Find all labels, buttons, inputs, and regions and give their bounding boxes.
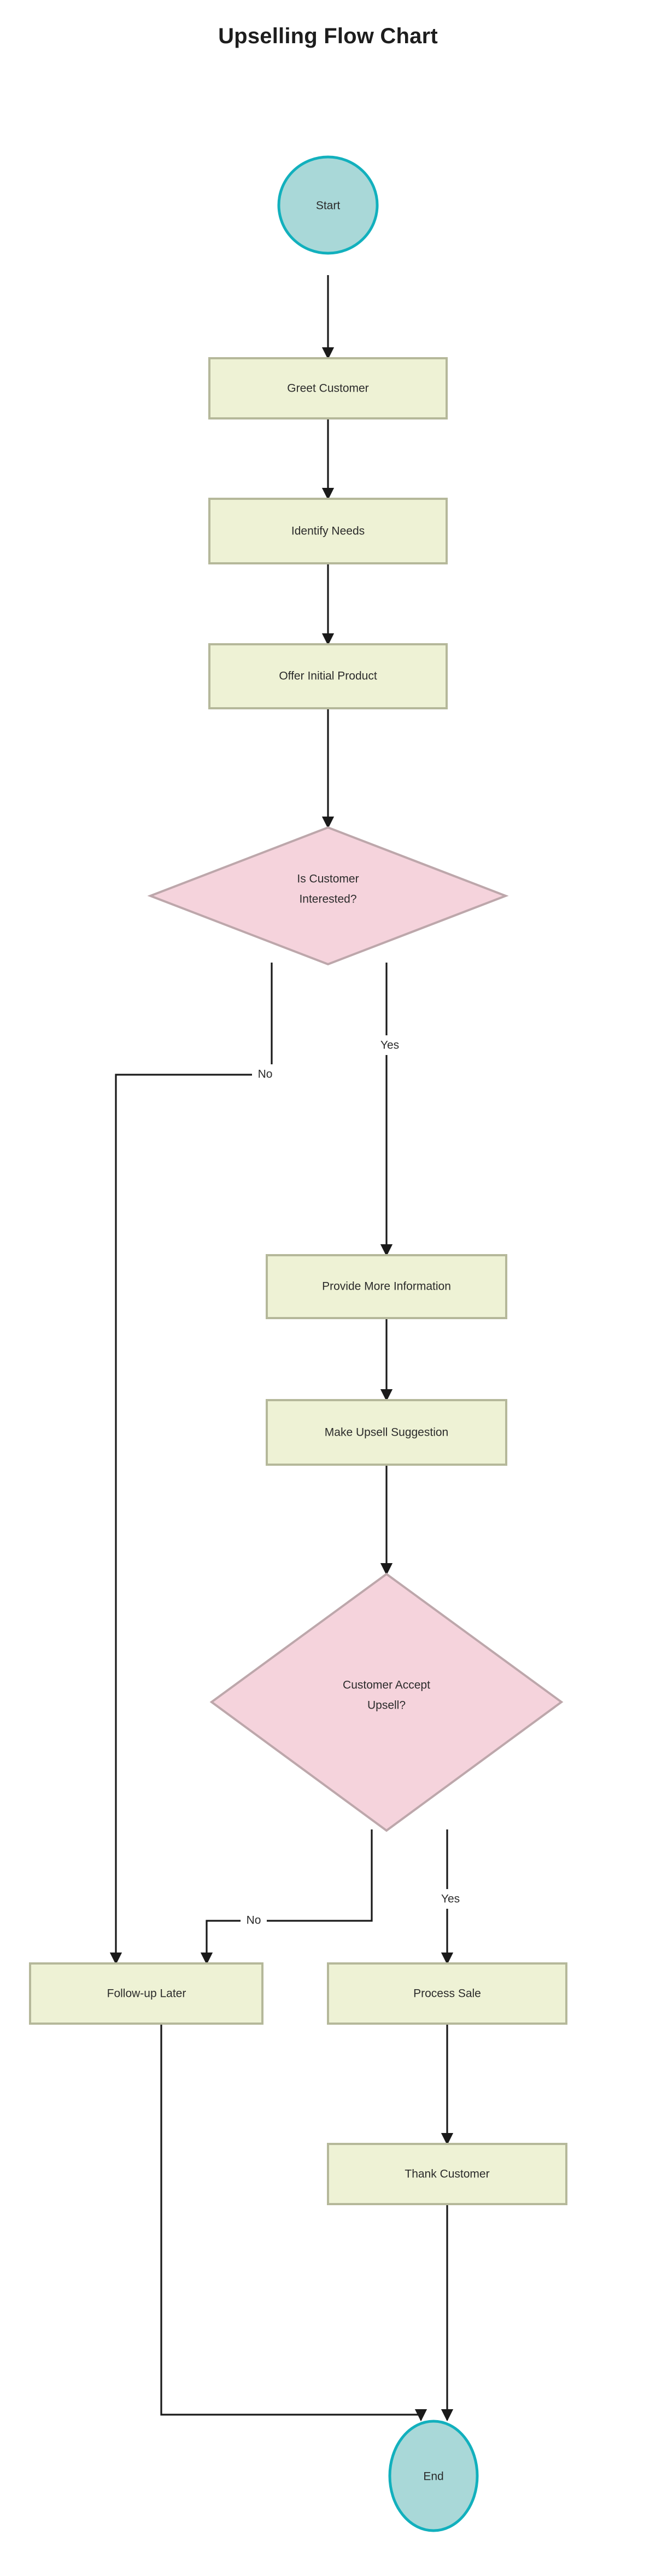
offer-initial-product-shape[interactable] xyxy=(208,643,448,709)
customer-accept-upsell-shape[interactable] xyxy=(209,1572,564,1832)
follow-up-later-shape[interactable] xyxy=(29,1962,263,2025)
node-label-follow-up-later: Follow-up Later xyxy=(107,1988,186,2000)
edge-accept-no xyxy=(200,1829,373,1965)
node-start[interactable]: Start xyxy=(277,155,379,255)
edge-label-accept-yes: Yes xyxy=(441,1893,460,1905)
edge-label-backing-interested-no xyxy=(252,1064,278,1084)
node-label-is-customer-interested-line2: Interested? xyxy=(299,893,356,906)
start-terminator-shape[interactable] xyxy=(277,155,379,255)
node-layer: Start Greet Customer Identify Needs Offe… xyxy=(29,155,567,2532)
edge-label-interested-yes: Yes xyxy=(380,1039,399,1052)
node-label-customer-accept-upsell-line2: Upsell? xyxy=(367,1699,406,1712)
node-label-make-upsell-suggestion: Make Upsell Suggestion xyxy=(325,1426,448,1439)
edge-label-interested-no: No xyxy=(258,1068,273,1081)
node-process-sale[interactable]: Process Sale xyxy=(327,1962,567,2025)
node-label-offer-initial-product: Offer Initial Product xyxy=(279,670,377,683)
end-terminator-shape[interactable] xyxy=(388,2420,479,2532)
node-identify-needs[interactable]: Identify Needs xyxy=(208,498,448,564)
provide-more-information-shape[interactable] xyxy=(266,1254,507,1319)
node-follow-up-later[interactable]: Follow-up Later xyxy=(29,1962,263,2025)
node-label-identify-needs: Identify Needs xyxy=(291,525,365,538)
node-label-end: End xyxy=(423,2470,443,2483)
node-is-customer-interested[interactable]: Is Customer Interested? xyxy=(147,826,509,966)
node-greet-customer[interactable]: Greet Customer xyxy=(208,357,448,419)
edge-followup-end xyxy=(160,2024,427,2422)
node-label-start: Start xyxy=(316,200,341,212)
node-customer-accept-upsell[interactable]: Customer Accept Upsell? xyxy=(209,1572,564,1832)
node-offer-initial-product[interactable]: Offer Initial Product xyxy=(208,643,448,709)
node-label-is-customer-interested-line1: Is Customer xyxy=(297,873,359,885)
is-customer-interested-shape[interactable] xyxy=(147,826,509,966)
greet-customer-shape[interactable] xyxy=(208,357,448,419)
node-make-upsell-suggestion[interactable]: Make Upsell Suggestion xyxy=(266,1399,507,1466)
node-label-greet-customer: Greet Customer xyxy=(287,382,368,395)
make-upsell-suggestion-shape[interactable] xyxy=(266,1399,507,1466)
process-sale-shape[interactable] xyxy=(327,1962,567,2025)
identify-needs-shape[interactable] xyxy=(208,498,448,564)
edge-label-backing-interested-yes xyxy=(375,1035,405,1055)
edge-layer: No Yes No Yes xyxy=(109,275,465,2422)
node-label-customer-accept-upsell-line1: Customer Accept xyxy=(343,1679,430,1692)
node-label-thank-customer: Thank Customer xyxy=(405,2168,489,2181)
edge-label-backing-accept-yes xyxy=(436,1889,465,1909)
node-label-process-sale: Process Sale xyxy=(413,1988,481,2000)
edge-label-backing-accept-no xyxy=(241,1910,267,1930)
thank-customer-shape[interactable] xyxy=(327,2143,567,2205)
page-title: Upselling Flow Chart xyxy=(218,24,438,48)
edge-label-accept-no: No xyxy=(247,1914,261,1927)
node-end[interactable]: End xyxy=(388,2420,479,2532)
node-provide-more-information[interactable]: Provide More Information xyxy=(266,1254,507,1319)
node-thank-customer[interactable]: Thank Customer xyxy=(327,2143,567,2205)
node-label-provide-more-information: Provide More Information xyxy=(322,1280,451,1293)
edge-interested-no xyxy=(109,963,273,1965)
